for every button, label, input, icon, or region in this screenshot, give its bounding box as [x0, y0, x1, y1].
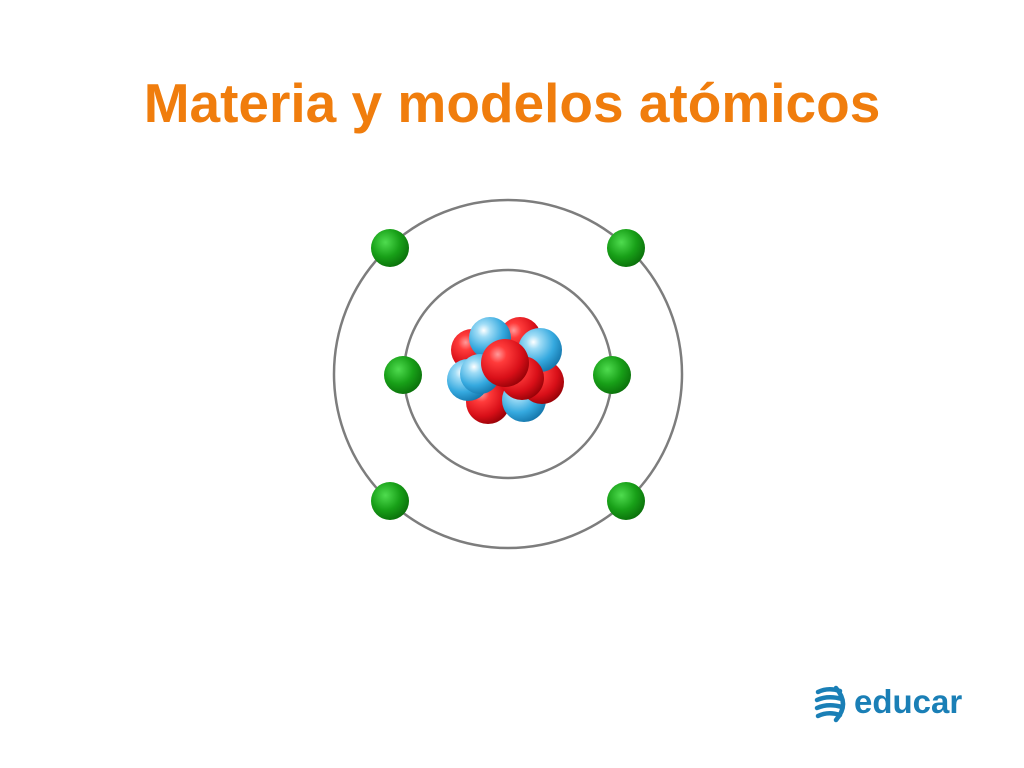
educar-logo-mark-icon [814, 685, 846, 723]
nucleus [447, 317, 564, 424]
slide-title: Materia y modelos atómicos [143, 72, 881, 134]
logo-text: educar [854, 683, 963, 720]
electron [371, 229, 409, 267]
electron [384, 356, 422, 394]
atom-diagram [332, 198, 684, 550]
electron [607, 482, 645, 520]
electron [371, 482, 409, 520]
outer-orbit [332, 198, 684, 550]
electron [607, 229, 645, 267]
electron [593, 356, 631, 394]
proton [481, 339, 529, 387]
educar-logo: educar [812, 683, 977, 728]
